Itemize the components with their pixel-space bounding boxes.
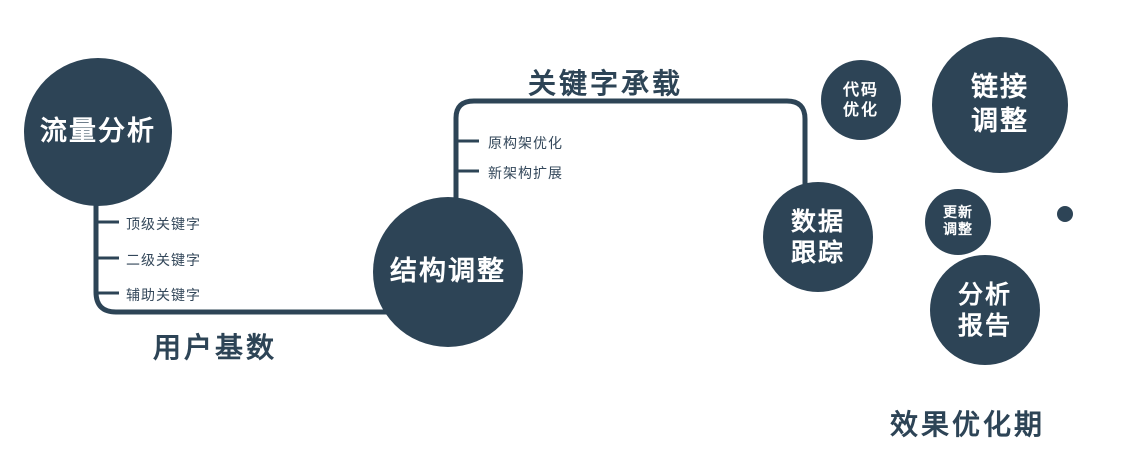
node-structure-adjustment: 结构调整 (373, 197, 523, 347)
node-data-tracking-line1: 数据 (790, 206, 845, 236)
node-structure-adjustment-label: 结构调整 (390, 256, 506, 288)
branch-label-top-keywords: 顶级关键字 (126, 217, 201, 233)
branch-label-second-keywords: 二级关键字 (126, 253, 201, 269)
node-data-tracking: 数据 跟踪 (763, 182, 873, 292)
node-link-adjustment-line2: 调整 (971, 106, 1029, 137)
label-effect-phase: 效果优化期 (890, 408, 1046, 441)
node-traffic-analysis-label: 流量分析 (40, 116, 156, 148)
branch-label-aux-keywords: 辅助关键字 (126, 288, 201, 304)
node-link-adjustment: 链接 调整 (932, 37, 1068, 173)
node-analysis-report-line1: 分析 (957, 279, 1012, 309)
node-traffic-analysis: 流量分析 (24, 58, 172, 206)
node-code-optimization-line1: 代码 (842, 80, 879, 99)
node-update-adjustment-line2: 调整 (943, 222, 973, 238)
node-analysis-report-line2: 报告 (957, 311, 1012, 340)
node-update-adjustment: 更新 调整 (925, 189, 991, 255)
node-link-adjustment-line1: 链接 (971, 72, 1029, 104)
edge-keyword-load (453, 98, 808, 230)
edge-label-user-base: 用户基数 (153, 331, 278, 364)
node-code-optimization: 代码 优化 (821, 60, 901, 140)
edge-label-keyword-load: 关键字承载 (528, 67, 684, 100)
node-code-optimization-line2: 优化 (842, 100, 879, 119)
branch-label-framework-optimization: 原构架优化 (488, 136, 563, 152)
node-update-adjustment-line1: 更新 (943, 204, 973, 221)
node-bullet-dot (1057, 206, 1073, 222)
node-data-tracking-line2: 跟踪 (790, 238, 845, 267)
node-analysis-report: 分析 报告 (930, 255, 1040, 365)
branch-label-architecture-expansion: 新架构扩展 (488, 166, 563, 182)
